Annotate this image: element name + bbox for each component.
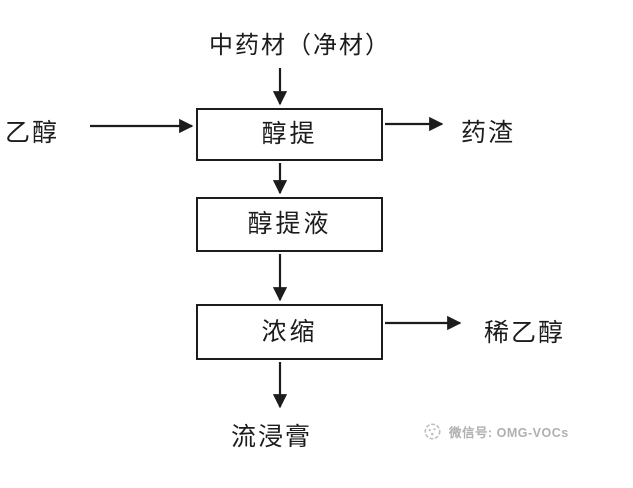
process-box-label: 醇提液	[247, 210, 332, 238]
watermark: 微信号: OMG-VOCs	[423, 422, 569, 441]
process-box-alcohol-extract-liquid: 醇提液	[196, 197, 383, 252]
residue-output-label: 药渣	[461, 119, 516, 147]
ethanol-input-label: 乙醇	[5, 119, 60, 147]
process-box-concentration: 浓缩	[196, 304, 383, 360]
dilute-ethanol-output-label: 稀乙醇	[484, 319, 566, 347]
process-box-label: 浓缩	[261, 317, 318, 346]
process-box-label: 醇提	[261, 120, 318, 148]
fluid-extract-output-label: 流浸膏	[231, 423, 313, 451]
wechat-logo-icon	[424, 423, 441, 440]
watermark-text: 微信号: OMG-VOCs	[449, 426, 569, 440]
source-material-label: 中药材（净材）	[209, 32, 391, 59]
process-box-alcohol-extraction: 醇提	[196, 108, 383, 161]
